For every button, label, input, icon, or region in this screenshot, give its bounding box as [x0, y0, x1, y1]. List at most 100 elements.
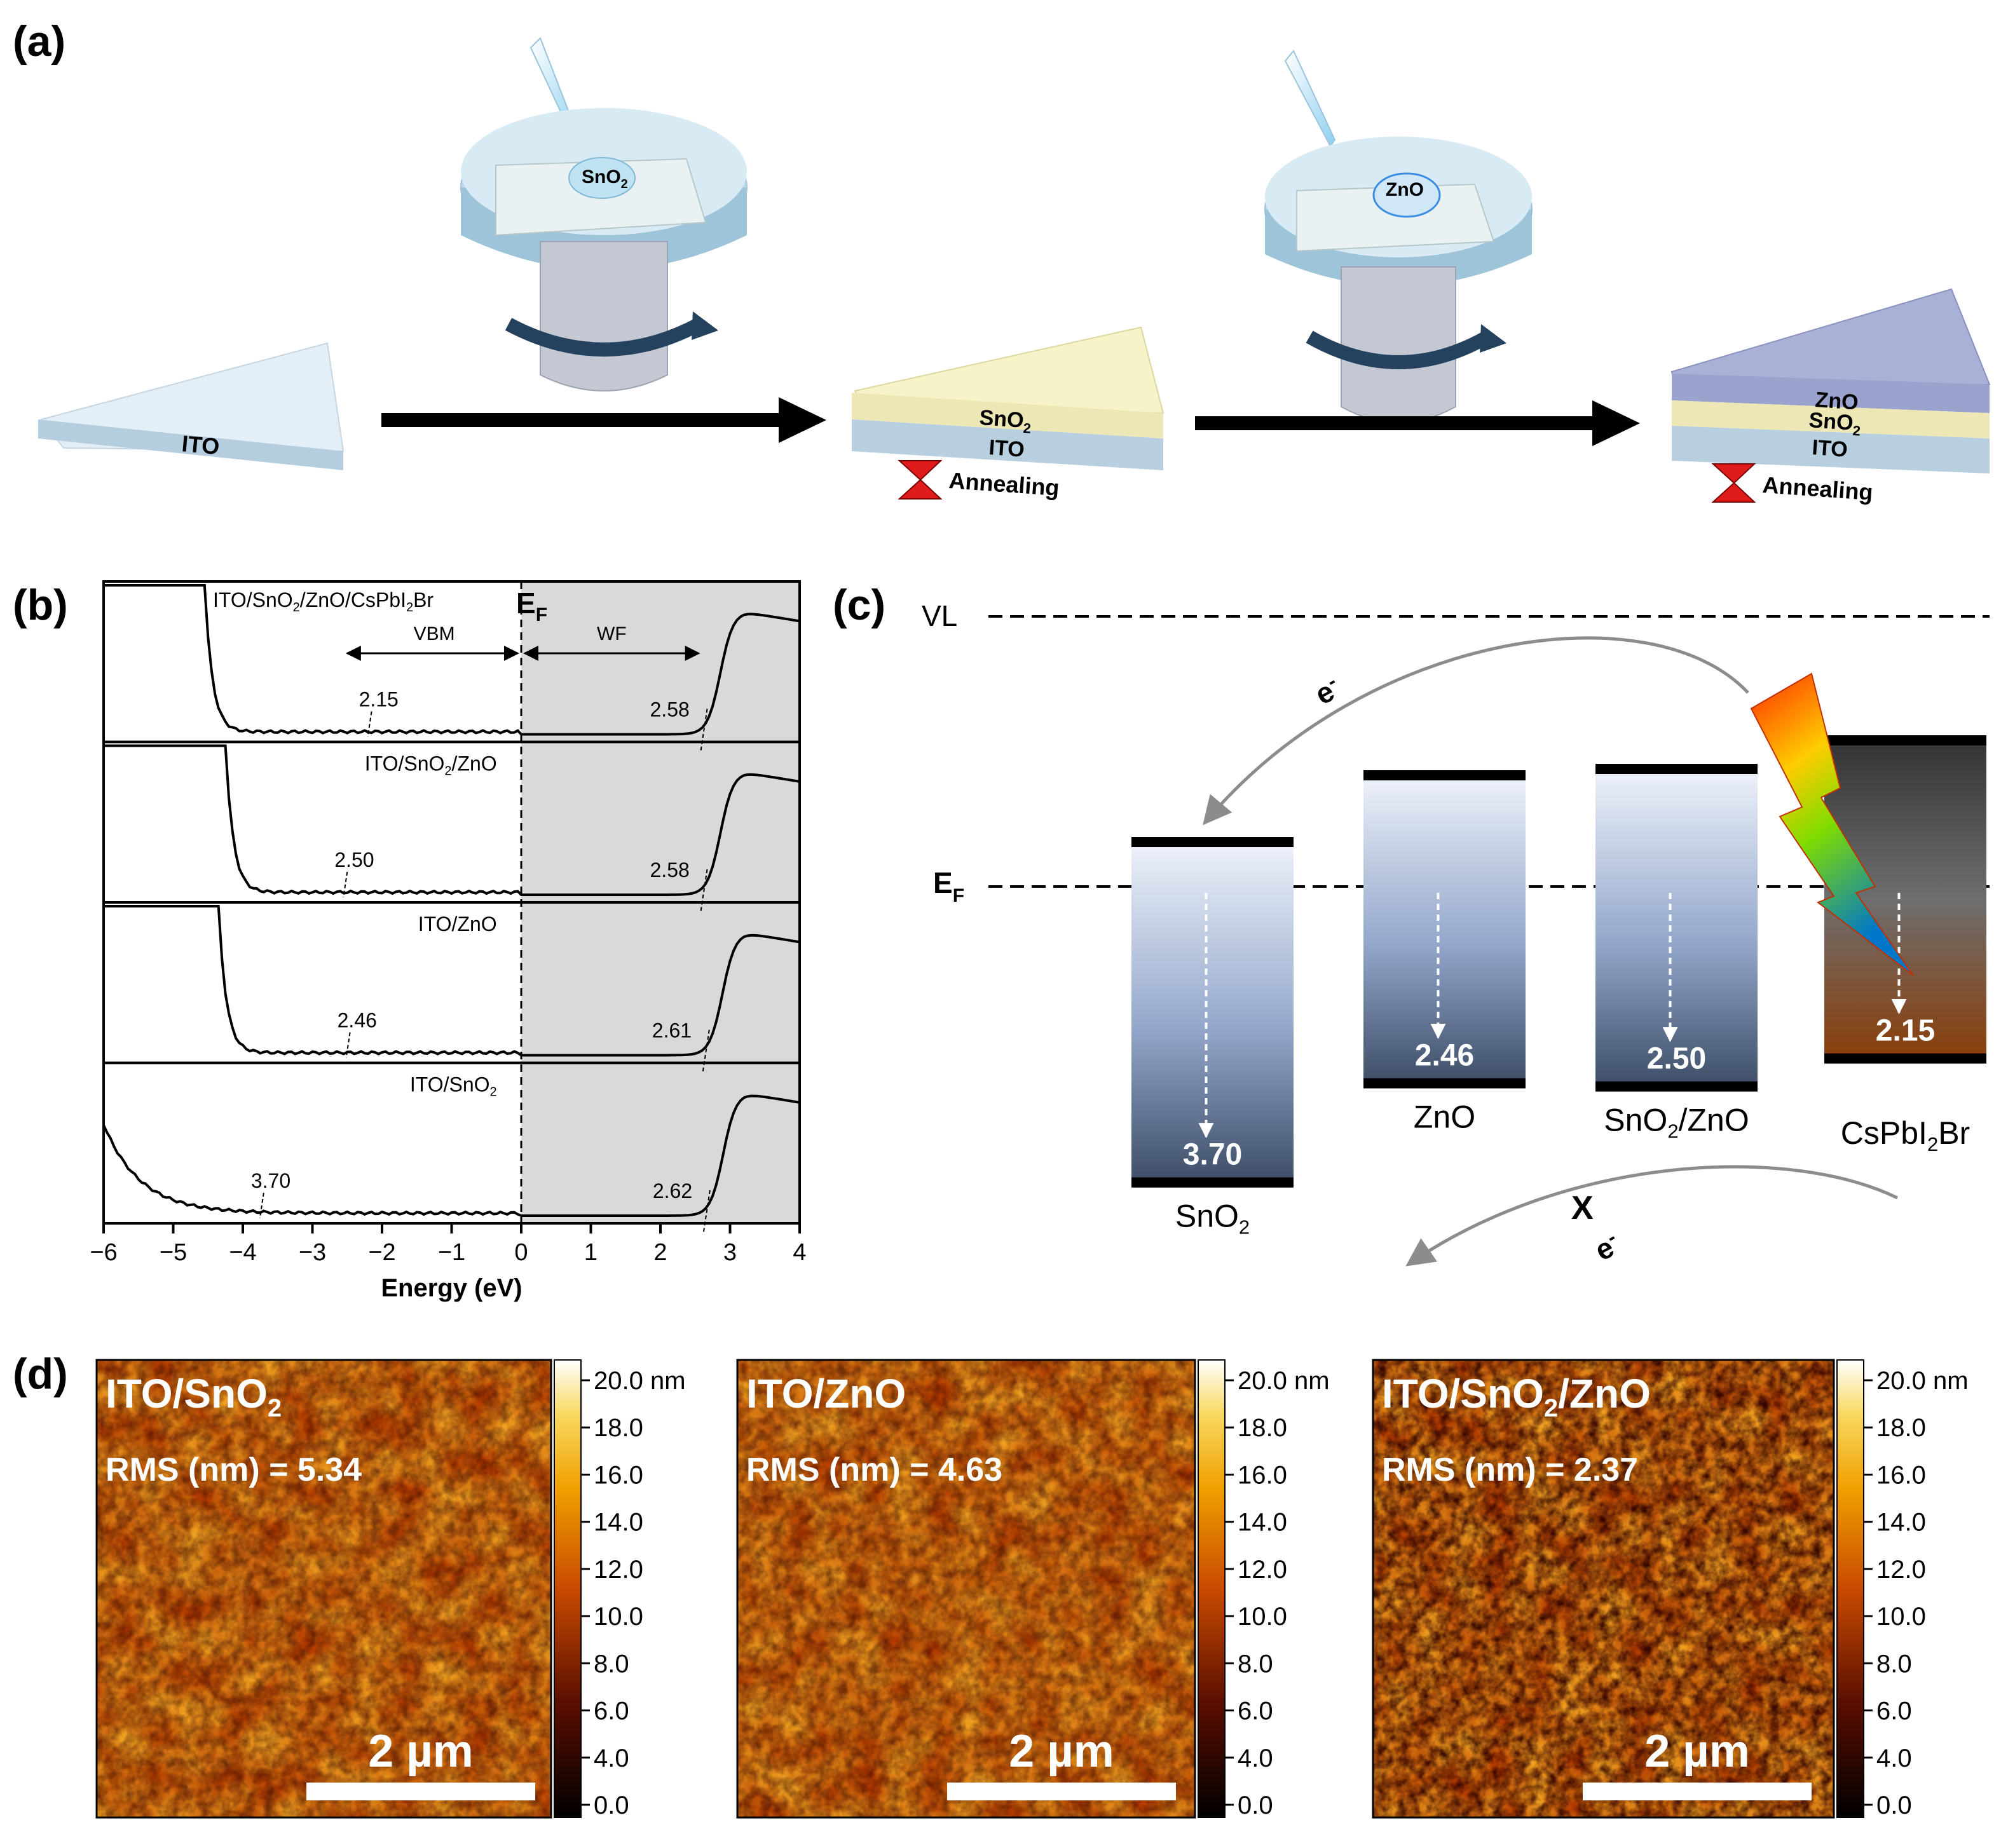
conduction-band-edge	[1131, 837, 1294, 847]
blocked-electron-arrow	[1405, 1165, 1899, 1267]
annealing-icon	[1711, 463, 1756, 503]
stack2-zno-label: ZnO	[1814, 388, 1859, 415]
colorbar-tick-label: 14.0	[1238, 1509, 1287, 1537]
subplot-title: ITO/SnO2/ZnO	[365, 752, 497, 778]
colorbar-tick-label: 10.0	[594, 1603, 643, 1631]
vbm-value-label: 3.70	[1183, 1138, 1242, 1172]
conduction-band-edge	[1595, 764, 1758, 774]
afm-frame	[736, 1359, 1196, 1819]
subplot-title-part: ITO/SnO	[213, 588, 293, 611]
stack2-ito-label: ITO	[1811, 435, 1848, 462]
vbm-value-label: 2.15	[1876, 1014, 1935, 1048]
colorbar-tick-label: 8.0	[594, 1650, 629, 1678]
vbm-value: 2.15	[359, 688, 399, 711]
afm-title: ITO/SnO2/ZnO	[1382, 1371, 1651, 1422]
vbm-marker	[367, 711, 372, 737]
vbm-marker	[345, 1032, 351, 1058]
afm-image-lows	[1373, 1360, 1834, 1817]
conduction-band-edge	[1363, 770, 1526, 780]
colorbar-tick-label: 10.0	[1238, 1603, 1287, 1631]
afm-title-part: ITO/ZnO	[746, 1371, 906, 1417]
colorbar-tick-label: 6.0	[1876, 1697, 1912, 1725]
x-tick-label: −5	[160, 1239, 187, 1266]
colorbar-tick-label: 0.0	[594, 1791, 629, 1819]
wf-value: 2.58	[650, 698, 690, 721]
spin-coater-zno: ZnO	[1264, 50, 1533, 423]
valence-band-edge	[1363, 1078, 1526, 1089]
colorbar-tick-label: 20.0 nm	[1876, 1367, 1969, 1395]
subplot-title-part: 2	[293, 601, 300, 615]
panel-a-label: (a)	[13, 17, 65, 65]
colorbar	[1836, 1359, 1864, 1818]
material-label: SnO2	[1175, 1199, 1250, 1239]
colorbar-tick-label: 14.0	[594, 1509, 643, 1537]
ef-sub: F	[536, 604, 547, 625]
scale-bar	[306, 1783, 535, 1800]
afm-image-lows	[97, 1360, 551, 1817]
afm-title-part: 2	[268, 1394, 282, 1422]
stack2-annealing-label: Annealing	[1761, 472, 1873, 505]
colorbar	[1198, 1359, 1226, 1818]
afm-title-part: ITO/SnO	[1382, 1371, 1544, 1417]
annealing-icon	[898, 460, 943, 499]
material-label-part: 2	[1239, 1216, 1250, 1239]
subplot-title: ITO/ZnO	[418, 913, 497, 935]
wf-value: 2.62	[653, 1179, 692, 1202]
material-label-part: 2	[1927, 1133, 1938, 1155]
colorbar-tick-label: 20.0 nm	[594, 1367, 686, 1395]
afm-rms-label: RMS (nm) = 2.37	[1382, 1451, 1638, 1488]
afm-title: ITO/SnO2	[106, 1371, 282, 1422]
material-label: SnO2/ZnO	[1604, 1103, 1749, 1143]
x-tick-label: 0	[514, 1239, 528, 1266]
x-axis-label: Energy (eV)	[381, 1274, 522, 1302]
panel-c-label: (c)	[833, 581, 885, 629]
afm-frame	[1372, 1359, 1835, 1819]
colorbar-tick-label: 20.0 nm	[1238, 1367, 1330, 1395]
spectrum-curve	[102, 1094, 800, 1217]
valence-band-edge	[1824, 1053, 1986, 1064]
subplot-title: ITO/SnO2	[410, 1073, 497, 1099]
panel-b-label: (b)	[13, 581, 68, 629]
x-tick-label: 3	[723, 1239, 737, 1266]
colorbar-tick-label: 4.0	[1238, 1744, 1273, 1772]
colorbar-tick-label: 12.0	[1238, 1556, 1287, 1584]
colorbar-tick-label: 4.0	[594, 1744, 629, 1772]
wf-value: 2.61	[652, 1019, 692, 1042]
material-label-part: /ZnO	[1679, 1103, 1749, 1138]
sno2-droplet-label: SnO2	[582, 166, 628, 191]
stack2-sno2-label: SnO2	[1808, 408, 1862, 439]
material-label: ZnO	[1414, 1099, 1475, 1135]
subplot-title-part: 2	[444, 764, 451, 778]
afm-title: ITO/ZnO	[746, 1371, 906, 1417]
conduction-band-edge	[1824, 735, 1986, 745]
panel-d-label: (d)	[13, 1350, 68, 1398]
fermi-level-label: EF	[933, 866, 964, 906]
vbm-value-label: 2.46	[1415, 1039, 1474, 1073]
colorbar-tick-label: 12.0	[1876, 1556, 1926, 1584]
electron-transfer-arrow	[1203, 636, 1749, 825]
spectrum-curve	[104, 744, 800, 896]
colorbar-tick-label: 0.0	[1238, 1791, 1273, 1819]
ef-main: E	[516, 587, 536, 620]
material-label: CsPbI2Br	[1841, 1115, 1970, 1155]
spin-coater-sno2: SnO2	[460, 37, 748, 391]
material-label-part: SnO	[1604, 1103, 1667, 1138]
colorbar-tick-label: 4.0	[1876, 1744, 1912, 1772]
x-tick-label: −2	[368, 1239, 395, 1266]
x-tick-label: −3	[299, 1239, 326, 1266]
wf-marker	[700, 709, 708, 751]
afm-image-lows	[737, 1360, 1195, 1817]
subplot-title-part: ITO/SnO	[410, 1073, 490, 1096]
vbm-marker	[343, 871, 348, 898]
subplot-title-part: 2	[490, 1085, 497, 1099]
subplot-title-part: ITO/ZnO	[418, 913, 497, 935]
colorbar-tick-label: 8.0	[1238, 1650, 1273, 1678]
valence-band-edge	[1595, 1081, 1758, 1092]
subplot-title-part: ITO/SnO	[365, 752, 445, 775]
wf-marker	[702, 1029, 710, 1072]
